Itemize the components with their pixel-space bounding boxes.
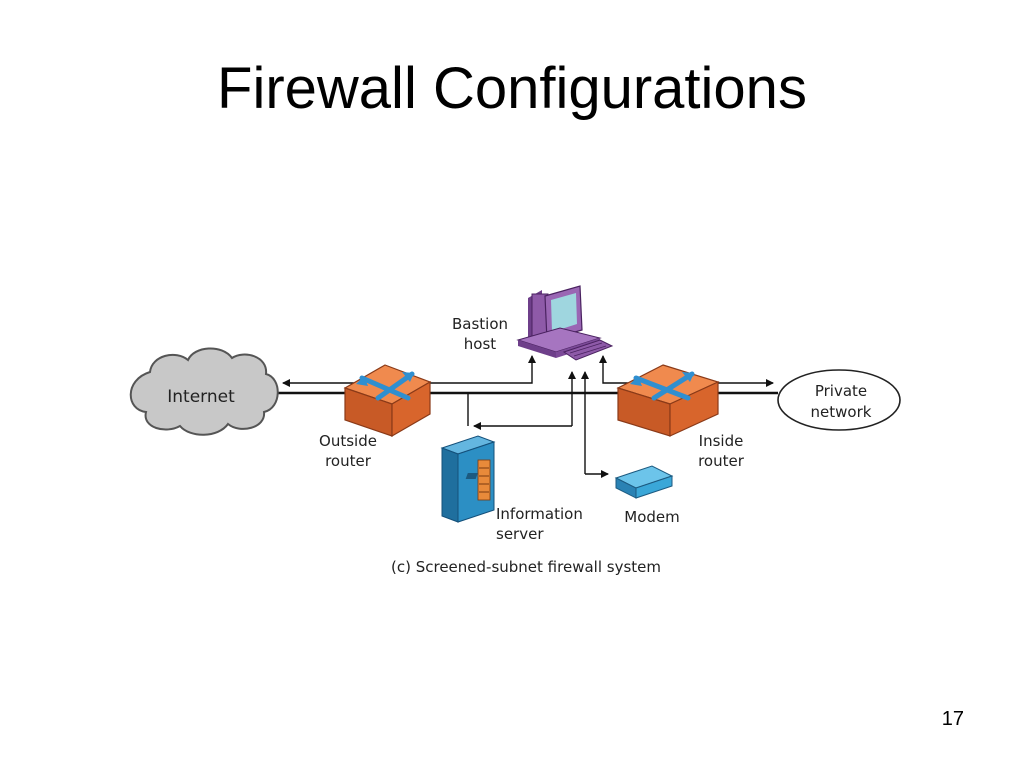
private-network: Private network [777, 369, 901, 431]
outside-router-label-line2: router [325, 452, 372, 470]
server-icon [440, 435, 496, 523]
information-server-label-line1: Information [496, 505, 583, 523]
bastion-host: Bastion host [452, 285, 614, 361]
arrow-to-bastion-from-left [428, 355, 536, 384]
diagram-caption: (c) Screened-subnet firewall system [391, 558, 661, 576]
modem-label: Modem [624, 508, 679, 526]
router-icon [343, 364, 432, 438]
outside-router: Outside router [319, 364, 432, 470]
bastion-host-label-line1: Bastion [452, 315, 508, 333]
computer-icon [516, 285, 614, 361]
information-server-label-line2: server [496, 525, 544, 543]
internet-label: Internet [167, 387, 235, 407]
slide-title: Firewall Configurations [217, 56, 807, 121]
private-network-label-line1: Private [815, 382, 867, 400]
inside-router-label-line2: router [698, 452, 745, 470]
inside-router-label-line1: Inside [699, 432, 744, 450]
outside-router-label-line1: Outside [319, 432, 377, 450]
cloud-icon [129, 347, 279, 436]
modem: Modem [465, 465, 680, 526]
internet-cloud: Internet [129, 347, 279, 436]
inside-router: Inside router [616, 364, 745, 470]
page-number: 17 [941, 708, 964, 730]
bastion-host-label-line2: host [464, 335, 496, 353]
arrow-to-bastion-from-right [599, 355, 618, 384]
router-icon [616, 364, 720, 437]
private-network-label-line2: network [811, 403, 872, 421]
information-server: Information server [440, 435, 583, 543]
modem-icon [465, 465, 674, 499]
